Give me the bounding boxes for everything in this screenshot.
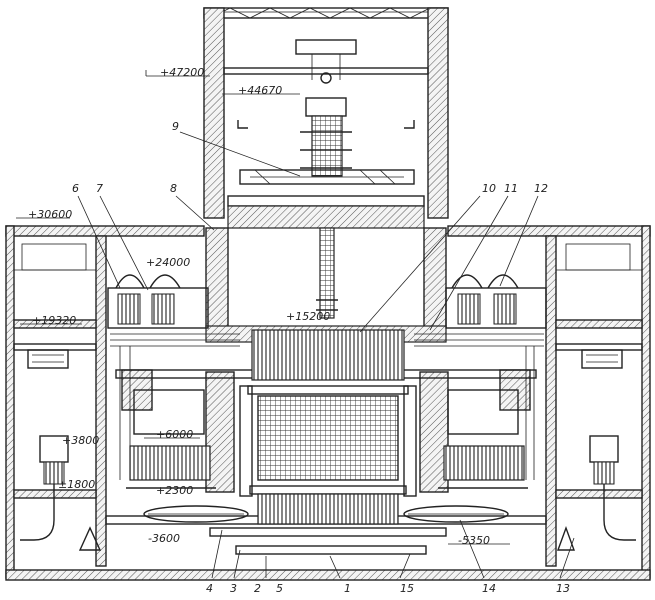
elevation-19320: +19320: [32, 314, 76, 327]
right-wing: [447, 225, 651, 579]
elevation-2300: +2300: [156, 484, 193, 497]
elevation-minus-5350: -5350: [458, 534, 490, 547]
callout-6: 6: [72, 182, 79, 195]
callout-leaders: [77, 131, 575, 579]
callout-1: 1: [344, 582, 351, 595]
callout-14: 14: [482, 582, 496, 595]
elevation-15200: +15200: [286, 310, 330, 323]
elevation-minus-3600: -3600: [148, 532, 180, 545]
callout-5: 5: [276, 582, 283, 595]
elevation-44670: +44670: [238, 84, 282, 97]
elevation-6000: +6000: [156, 428, 193, 441]
callout-11: 11: [504, 182, 518, 195]
callout-2: 2: [254, 582, 261, 595]
callout-15: 15: [400, 582, 414, 595]
right-steam-separators: [414, 274, 547, 480]
reactor-core: [209, 329, 447, 555]
right-aux-pump: [589, 435, 636, 541]
upper-crane-hall: [203, 7, 449, 219]
callout-numbers: 6 7 8 9 10 11 12 4 3 2 5 1 15 14 13: [72, 120, 570, 595]
callout-4: 4: [206, 582, 213, 595]
left-steam-separators: [107, 274, 240, 480]
left-wing: [5, 225, 205, 579]
lower-headers: [143, 505, 509, 523]
callout-13: 13: [556, 582, 570, 595]
right-circulation-pump: [438, 389, 528, 489]
callout-8: 8: [170, 182, 177, 195]
elevation-47200: +47200: [160, 66, 204, 79]
elevation-30600: +30600: [28, 208, 72, 221]
elevation-1800: ±1800: [58, 478, 95, 491]
callout-9: 9: [172, 120, 179, 133]
left-circulation-pump: [126, 389, 216, 489]
elevation-3800: +3800: [62, 434, 99, 447]
callout-7: 7: [96, 182, 103, 195]
elevation-labels: +47200 +44670 +30600 +24000 +19320 +1520…: [16, 66, 510, 547]
left-aux-pump: [20, 435, 69, 541]
callout-3: 3: [230, 582, 237, 595]
callout-12: 12: [534, 182, 548, 195]
refuelling-machine: [227, 39, 425, 319]
elevation-24000: +24000: [146, 256, 190, 269]
callout-10: 10: [482, 182, 496, 195]
